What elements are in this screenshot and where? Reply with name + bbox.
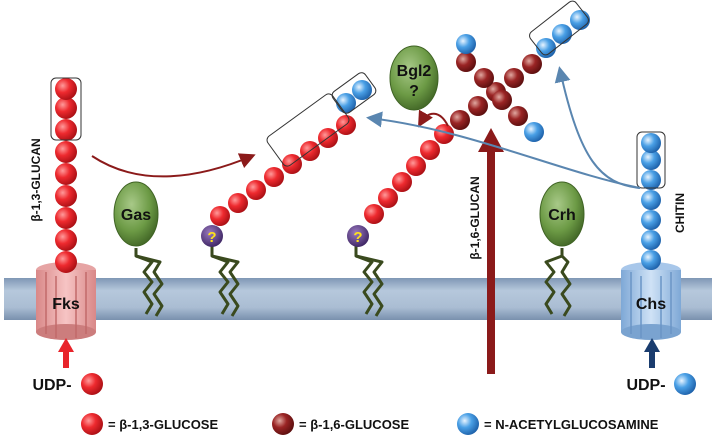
chitin-chain — [636, 131, 666, 270]
legend-item-n-acetylglucosamine: = N-ACETYLGLUCOSAMINE — [457, 413, 659, 435]
udp-input-left: UDP- — [32, 338, 103, 395]
chitin-label: CHITIN — [673, 193, 687, 233]
transfer-box-chitin — [636, 131, 666, 189]
transfer-box-left — [50, 77, 82, 141]
crosslinked-chain-right — [364, 0, 590, 224]
transfer-arrow-fks-to-chain — [91, 153, 256, 178]
unknown-anchor-right-label: ? — [353, 229, 362, 246]
transfer-box-top-blue — [331, 72, 377, 114]
chitin-transfer-arrow-up — [554, 66, 641, 189]
legend-glcnac-text: = N-ACETYLGLUCOSAMINE — [484, 417, 659, 432]
beta13-glucan-label: β-1,3-GLUCAN — [29, 138, 43, 221]
crosslinked-chain-left — [210, 72, 377, 226]
udp-input-right: UDP- — [626, 338, 696, 395]
fks-synthase: Fks — [36, 262, 96, 340]
crh-enzyme: Crh — [539, 181, 585, 247]
plasma-membrane — [4, 278, 712, 320]
udp-left-label: UDP- — [32, 377, 71, 394]
bgl2-enzyme: Bgl2 ? — [389, 45, 439, 111]
legend-beta16-text: = β-1,6-GLUCOSE — [299, 417, 409, 432]
transfer-box-middle — [266, 93, 350, 167]
beta13-glucan-chain — [50, 77, 82, 273]
unknown-anchor-left: ? — [201, 225, 223, 247]
gas-label: Gas — [121, 207, 151, 224]
transfer-box-top-right — [529, 0, 589, 56]
legend-item-beta13-glucose: = β-1,3-GLUCOSE — [81, 413, 218, 435]
legend-beta13-text: = β-1,3-GLUCOSE — [108, 417, 218, 432]
bgl2-label: Bgl2 — [397, 63, 432, 80]
udp-right-label: UDP- — [626, 377, 665, 394]
legend-item-beta16-glucose: = β-1,6-GLUCOSE — [272, 413, 409, 435]
chitin-transfer-arrow-left — [366, 111, 641, 189]
gpi-anchor-tails — [134, 246, 572, 317]
beta16-glucan-label: β-1,6-GLUCAN — [468, 176, 482, 259]
unknown-anchor-right: ? — [347, 225, 369, 247]
crh-label: Crh — [548, 207, 576, 224]
legend: = β-1,3-GLUCOSE = β-1,6-GLUCOSE = N-ACET… — [81, 413, 659, 435]
fks-label: Fks — [52, 296, 80, 313]
bgl2-transfer-arrow — [418, 109, 449, 128]
chs-label: Chs — [636, 296, 666, 313]
gas-enzyme: Gas — [113, 181, 159, 247]
unknown-anchor-left-label: ? — [207, 229, 216, 246]
chs-synthase: Chs — [621, 262, 681, 340]
bgl2-question: ? — [409, 83, 419, 100]
